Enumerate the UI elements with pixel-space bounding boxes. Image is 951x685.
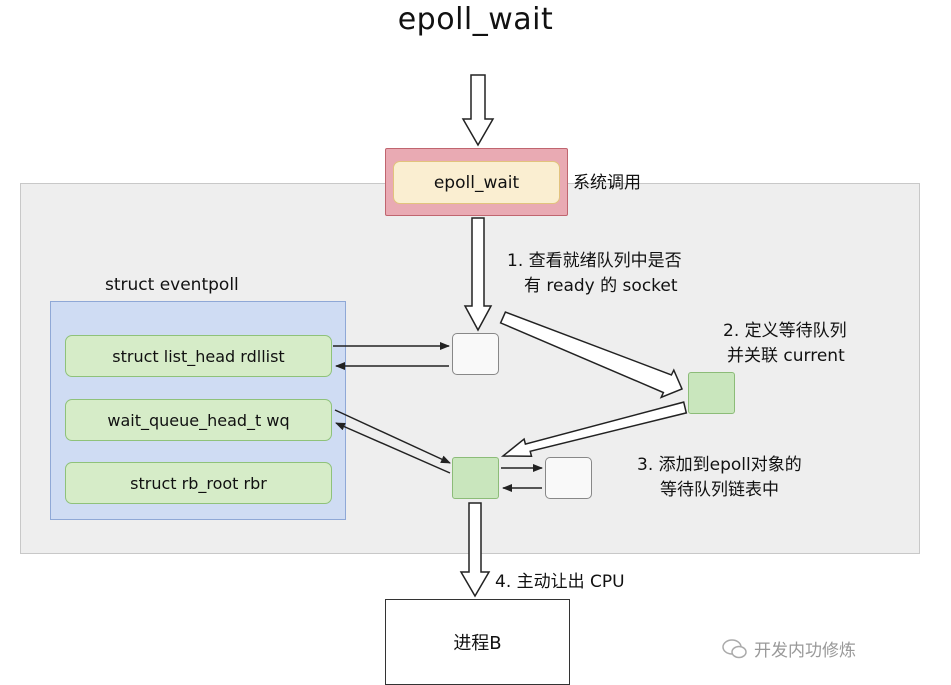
diagram-title: epoll_wait xyxy=(397,2,554,37)
step3-line2: 等待队列链表中 xyxy=(660,480,779,500)
arrow-syscall-to-readynode xyxy=(463,217,493,332)
arrow-title-to-syscall xyxy=(461,74,495,147)
eventpoll-title: struct eventpoll xyxy=(105,275,239,295)
wq-list-node xyxy=(452,457,499,499)
syscall-epoll-wait-box: epoll_wait xyxy=(393,161,560,204)
step2-line2: 并关联 current xyxy=(727,346,845,366)
arrow-entry-to-wqnode xyxy=(500,401,688,458)
wq-next-node xyxy=(545,457,592,499)
step2-line1: 2. 定义等待队列 xyxy=(723,321,847,341)
wait-queue-entry xyxy=(688,372,735,414)
step1-line1: 1. 查看就绪队列中是否 xyxy=(507,251,682,271)
step1-line2: 有 ready 的 socket xyxy=(524,276,678,296)
wechat-icon xyxy=(722,638,747,658)
field-rdllist: struct list_head rdllist xyxy=(65,335,332,377)
arrow-wqnode-to-process xyxy=(459,502,491,598)
field-wq: wait_queue_head_t wq xyxy=(65,399,332,441)
arrow-node-to-wq xyxy=(335,422,451,474)
process-b-box: 进程B xyxy=(385,599,570,685)
arrow-wq-to-node xyxy=(334,409,451,464)
field-rbr: struct rb_root rbr xyxy=(65,462,332,504)
watermark-text: 开发内功修炼 xyxy=(754,641,856,661)
arrow-to-wait-queue-entry xyxy=(499,311,683,399)
step3-line1: 3. 添加到epoll对象的 xyxy=(637,455,802,475)
watermark: 开发内功修炼 xyxy=(722,636,856,661)
step4-label: 4. 主动让出 CPU xyxy=(495,572,625,592)
ready-list-node xyxy=(452,333,499,375)
syscall-label: 系统调用 xyxy=(573,173,641,193)
